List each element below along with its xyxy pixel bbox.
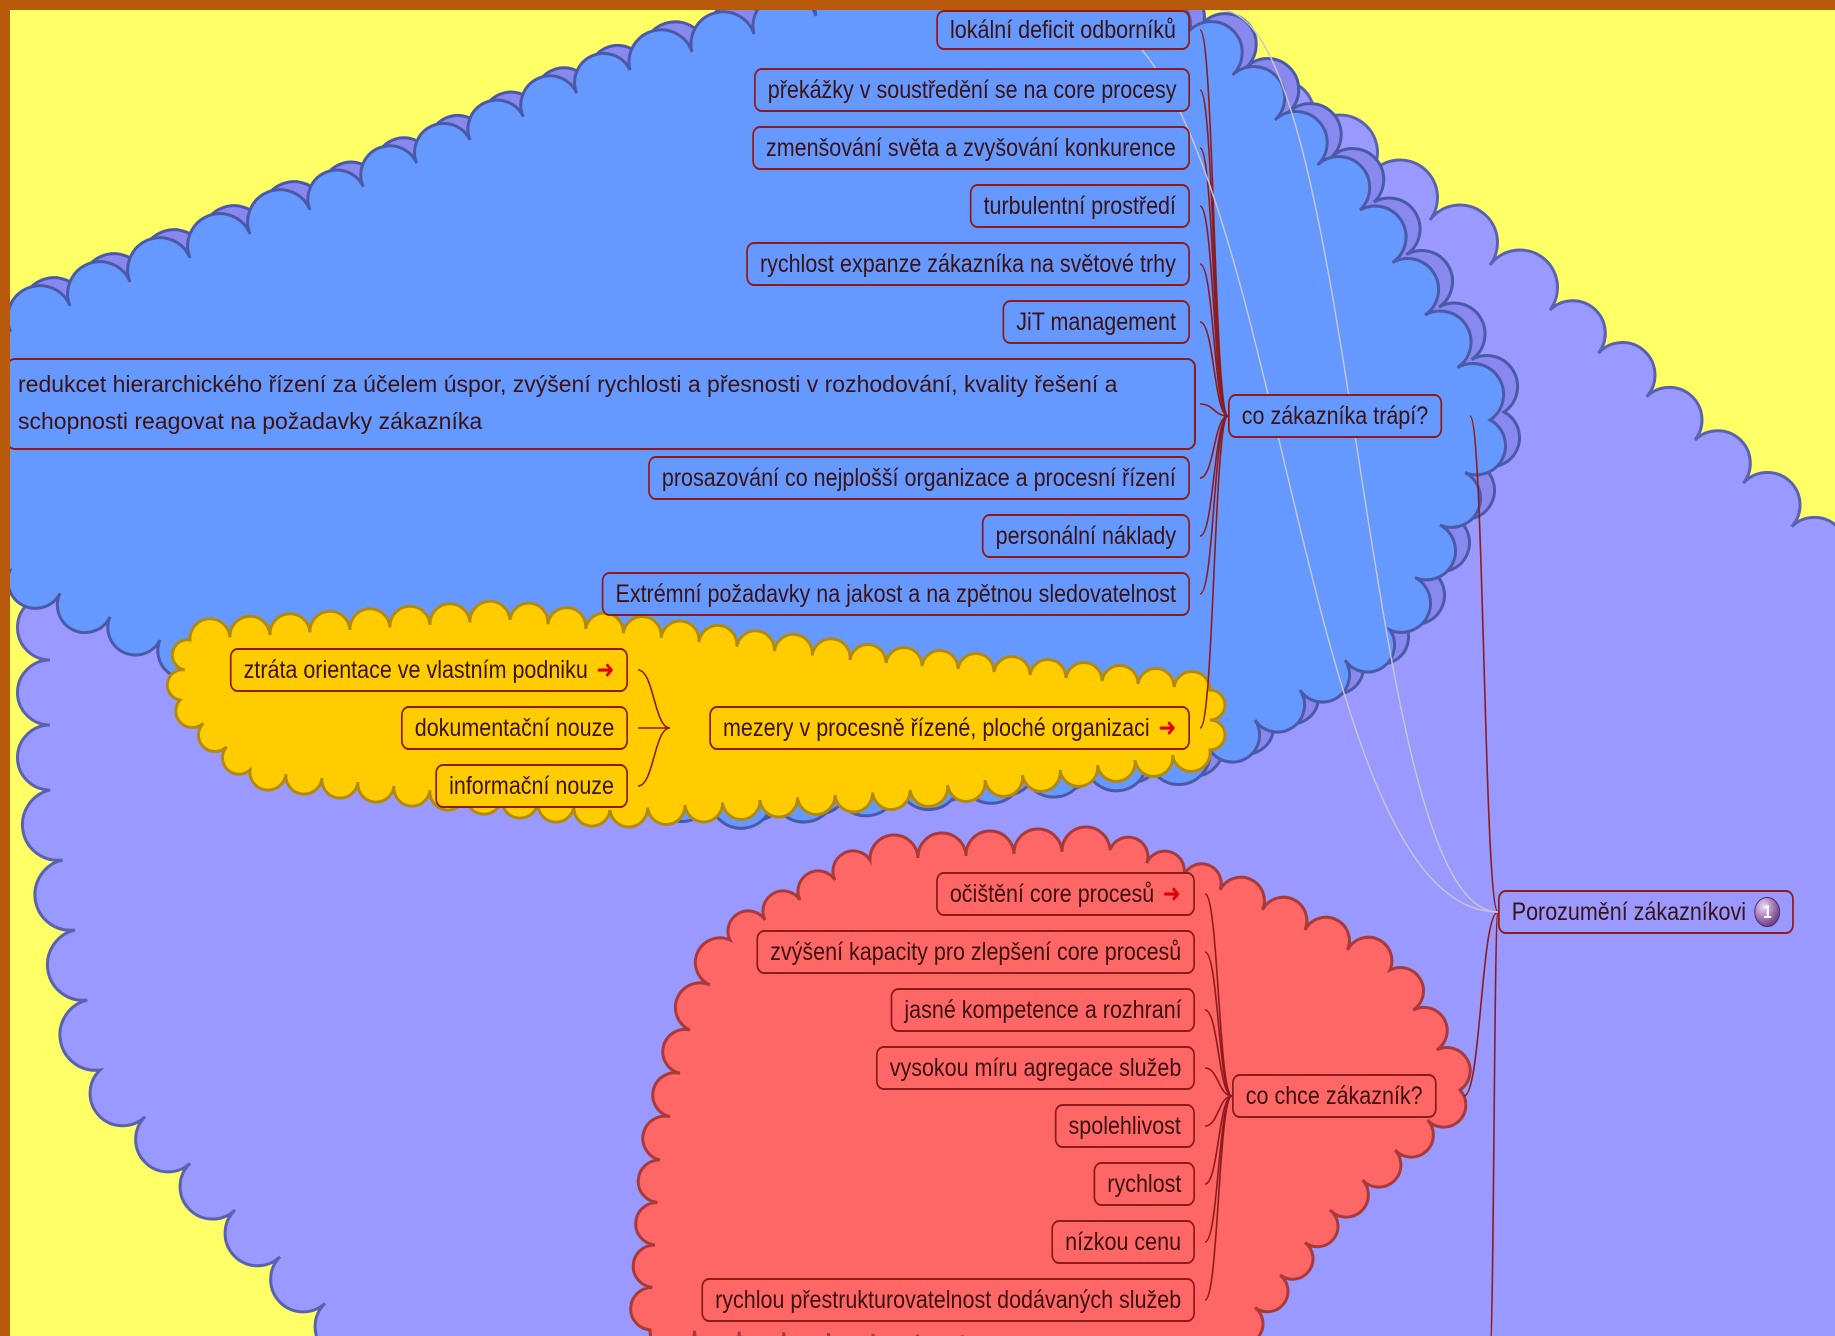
connector-line <box>1204 951 1233 1097</box>
trouble-item-label: personální náklady <box>995 522 1177 550</box>
connector-line <box>1219 10 1499 913</box>
connector-line <box>1199 415 1229 595</box>
wants-item[interactable]: jasné kompetence a rozhraní <box>890 988 1195 1032</box>
trouble-item-label: redukcet hierarchického řízení za účelem… <box>18 371 1118 434</box>
mind-map-canvas: lokální deficit odborníků překážky v sou… <box>10 10 1835 1336</box>
connector-line <box>637 727 671 787</box>
wants-item-label: rychlost <box>1107 1170 1182 1198</box>
wants-item[interactable]: spolehlivost <box>1055 1104 1195 1148</box>
trouble-topic[interactable]: co zákazníka trápí? <box>1228 394 1442 438</box>
trouble-item-label: JiT management <box>1016 308 1177 336</box>
trouble-item[interactable]: překážky v soustředění se na core proces… <box>753 68 1190 112</box>
gaps-item-label: ztráta orientace ve vlastním podniku <box>243 656 588 684</box>
connector-line <box>1199 415 1229 729</box>
wants-item-label: vysokou míru agregace služeb <box>889 1054 1182 1082</box>
gaps-item-label: dokumentační nouze <box>414 714 615 742</box>
wants-item-label: zvýšení kapacity pro zlepšení core proce… <box>770 938 1182 966</box>
link-arrow-icon[interactable]: ➜ <box>1158 714 1177 742</box>
gaps-topic[interactable]: mezery v procesně řízené, ploché organiz… <box>709 706 1190 750</box>
connector-line <box>1469 415 1499 913</box>
gaps-topic-label: mezery v procesně řízené, ploché organiz… <box>722 714 1150 742</box>
trouble-item-label: lokální deficit odborníků <box>950 16 1177 44</box>
wants-item[interactable]: rychlost <box>1093 1162 1195 1206</box>
trouble-topic-label: co zákazníka trápí? <box>1241 402 1429 430</box>
root-topic-label: Porozumění zákazníkovi <box>1511 898 1746 926</box>
trouble-item-label: překážky v soustředění se na core proces… <box>767 76 1177 104</box>
trouble-item[interactable]: turbulentní prostředí <box>970 184 1190 228</box>
gaps-item-label: informační nouze <box>449 772 615 800</box>
connector-line <box>1463 911 1499 1097</box>
wants-item[interactable]: očištění core procesů ➜ <box>936 872 1195 916</box>
number-1-icon: 1 <box>1754 897 1781 927</box>
trouble-item-label: turbulentní prostředí <box>983 192 1177 220</box>
wants-item-label: rychlou přestrukturovatelnost dodávaných… <box>715 1286 1182 1314</box>
gaps-item[interactable]: ztráta orientace ve vlastním podniku ➜ <box>229 648 628 692</box>
connector-line <box>1490 911 1499 1336</box>
link-arrow-icon[interactable]: ➜ <box>596 656 615 684</box>
wants-topic-label: co chce zákazník? <box>1245 1082 1423 1110</box>
connector-line <box>1199 403 1229 417</box>
trouble-item[interactable]: personální náklady <box>981 514 1190 558</box>
connector-line <box>637 669 671 729</box>
connector-line <box>1199 415 1229 479</box>
trouble-item[interactable]: Extrémní požadavky na jakost a na zpětno… <box>601 572 1190 616</box>
wants-topic[interactable]: co chce zákazník? <box>1232 1074 1437 1118</box>
connector-line <box>1199 321 1229 417</box>
connector-line <box>1204 1009 1233 1097</box>
wants-item-label: očištění core procesů <box>950 880 1155 908</box>
trouble-item[interactable]: JiT management <box>1002 300 1190 344</box>
connector-line <box>1204 1067 1233 1097</box>
connector-lines <box>637 10 1499 1336</box>
wants-item-label: jasné kompetence a rozhraní <box>903 996 1182 1024</box>
wants-item[interactable]: zvýšení kapacity pro zlepšení core proce… <box>756 930 1195 974</box>
trouble-item[interactable]: prosazování co nejplošší organizace a pr… <box>648 456 1190 500</box>
connector-line <box>1069 10 1499 913</box>
wants-item[interactable]: vysokou míru agregace služeb <box>875 1046 1195 1090</box>
trouble-item-label: prosazování co nejplošší organizace a pr… <box>662 464 1177 492</box>
trouble-item-long[interactable]: redukcet hierarchického řízení za účelem… <box>10 358 1196 450</box>
root-topic[interactable]: Porozumění zákazníkovi 1 <box>1498 890 1795 934</box>
trouble-item[interactable]: lokální deficit odborníků <box>936 10 1190 50</box>
wants-item[interactable]: rychlou přestrukturovatelnost dodávaných… <box>701 1278 1195 1322</box>
wants-item-label: nízkou cenu <box>1065 1228 1182 1256</box>
gaps-item[interactable]: informační nouze <box>435 764 628 808</box>
trouble-item-label: rychlost expanze zákazníka na světové tr… <box>760 250 1177 278</box>
gaps-item[interactable]: dokumentační nouze <box>400 706 628 750</box>
trouble-item-label: zmenšování světa a zvyšování konkurence <box>766 134 1177 162</box>
connector-line <box>1199 263 1229 417</box>
trouble-item[interactable]: zmenšování světa a zvyšování konkurence <box>752 126 1190 170</box>
trouble-item[interactable]: rychlost expanze zákazníka na světové tr… <box>746 242 1190 286</box>
trouble-item-label: Extrémní požadavky na jakost a na zpětno… <box>615 580 1177 608</box>
wants-item-label: spolehlivost <box>1068 1112 1182 1140</box>
wants-item[interactable]: nízkou cenu <box>1051 1220 1195 1264</box>
link-arrow-icon[interactable]: ➜ <box>1163 880 1182 908</box>
connector-line <box>1204 1095 1233 1301</box>
